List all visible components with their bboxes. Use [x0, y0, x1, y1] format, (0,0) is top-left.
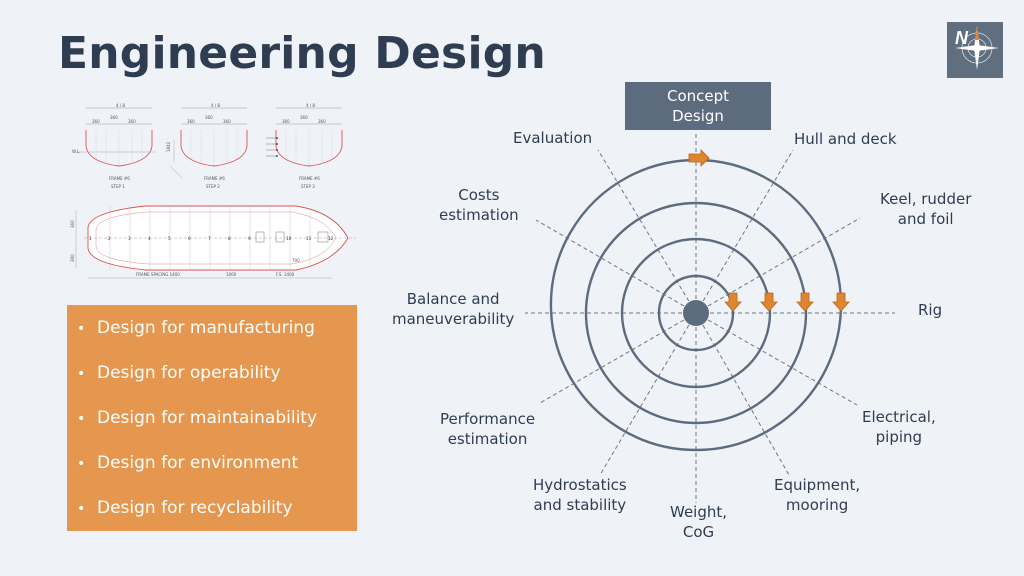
start-arrow: [688, 149, 710, 167]
spoke-hydrostatics: [599, 312, 697, 476]
spoke-performance: [539, 312, 697, 404]
svg-text:N: N: [955, 28, 969, 48]
svg-text:9: 9: [248, 236, 251, 241]
svg-text:3: 3: [128, 236, 131, 241]
list-item: •Design for recyclability: [77, 498, 293, 518]
spoke-electrical: [695, 312, 858, 406]
svg-text:STEP 2: STEP 2: [206, 184, 220, 189]
down-arrow-1: [724, 292, 742, 312]
svg-text:360: 360: [70, 254, 75, 262]
svg-text:1000: 1000: [226, 272, 237, 277]
svg-text:1: 1: [89, 236, 92, 241]
svg-text:2: 2: [108, 236, 111, 241]
svg-text:4: 4: [148, 236, 151, 241]
svg-text:360: 360: [70, 220, 75, 228]
spoke-evaluation: [597, 149, 697, 314]
spiral-ring-3: [584, 201, 808, 425]
svg-text:360: 360: [205, 115, 213, 120]
spoke-hull-deck: [695, 149, 794, 314]
down-arrow-4: [832, 292, 850, 312]
spoke-keel: [695, 217, 861, 314]
svg-text:11: 11: [306, 236, 312, 241]
svg-text:360: 360: [223, 119, 231, 124]
svg-text:1842: 1842: [166, 141, 171, 152]
list-item: •Design for environment: [77, 453, 299, 473]
svg-text:360: 360: [300, 115, 308, 120]
svg-text:W.L.: W.L.: [72, 149, 80, 154]
spiral-ring-2: [620, 237, 772, 389]
svg-text:360: 360: [282, 119, 290, 124]
svg-text:FRAME #6: FRAME #6: [299, 176, 320, 181]
section-step-2: 4 / 8 360 360 360 1842 FRAME #6 STEP 2: [166, 103, 248, 189]
svg-text:4 / 8: 4 / 8: [306, 103, 315, 108]
hull-drawing: 4 / 8 360 360 360 W.L. FRAME #6 STEP 1: [66, 100, 358, 286]
label-equipment: Equipment,mooring: [774, 476, 861, 514]
svg-text:STEP 3: STEP 3: [301, 184, 315, 189]
svg-text:10: 10: [286, 236, 292, 241]
svg-text:360: 360: [128, 119, 136, 124]
svg-text:FRAME #6: FRAME #6: [204, 176, 225, 181]
svg-text:360: 360: [187, 119, 195, 124]
svg-text:700: 700: [292, 258, 300, 263]
concept-design-box: Concept Design: [625, 82, 771, 130]
section-step-1: 4 / 8 360 360 360 W.L. FRAME #6 STEP 1: [72, 103, 156, 189]
spiral-outer-arc: [549, 158, 843, 452]
svg-text:360: 360: [92, 119, 100, 124]
svg-text:12: 12: [328, 236, 334, 241]
svg-text:360: 360: [110, 115, 118, 120]
svg-text:7: 7: [208, 236, 211, 241]
label-weight: Weight,CoG: [670, 503, 728, 541]
svg-text:5: 5: [168, 236, 171, 241]
spoke-equipment: [695, 312, 790, 476]
svg-text:STEP 1: STEP 1: [111, 184, 125, 189]
down-arrow-2: [760, 292, 778, 312]
label-evaluation: Evaluation: [513, 129, 593, 147]
label-rig: Rig: [918, 301, 943, 319]
list-item: •Design for maintainability: [77, 408, 318, 428]
plan-view: 1 2 3 4 5 6 7 8 9 10 11 12 FRAME SPACING…: [70, 205, 356, 279]
design-for-list: •Design for manufacturing •Design for op…: [67, 305, 357, 531]
compass-rose-logo: N: [947, 22, 1003, 78]
svg-text:FRAME SPACING 1400: FRAME SPACING 1400: [136, 272, 180, 277]
list-item: •Design for operability: [77, 363, 281, 383]
spoke-costs: [535, 219, 697, 314]
section-step-3: 4 / 8 360 360 360 F: [266, 103, 343, 189]
spiral-center: [683, 300, 709, 326]
spiral-ring-1: [657, 274, 735, 352]
svg-text:360: 360: [318, 119, 326, 124]
down-arrow-3: [796, 292, 814, 312]
svg-text:4 / 8: 4 / 8: [116, 103, 125, 108]
list-item: •Design for manufacturing: [77, 318, 315, 338]
svg-text:4 / 8: 4 / 8: [211, 103, 220, 108]
svg-text:8: 8: [228, 236, 231, 241]
label-hull-deck: Hull and deck: [794, 130, 897, 148]
svg-text:6: 6: [188, 236, 191, 241]
label-electrical: Electrical,piping: [862, 408, 936, 446]
svg-text:FRAME #6: FRAME #6: [109, 176, 130, 181]
svg-text:F.S. 1400: F.S. 1400: [276, 272, 295, 277]
slide-title: Engineering Design: [58, 28, 546, 79]
